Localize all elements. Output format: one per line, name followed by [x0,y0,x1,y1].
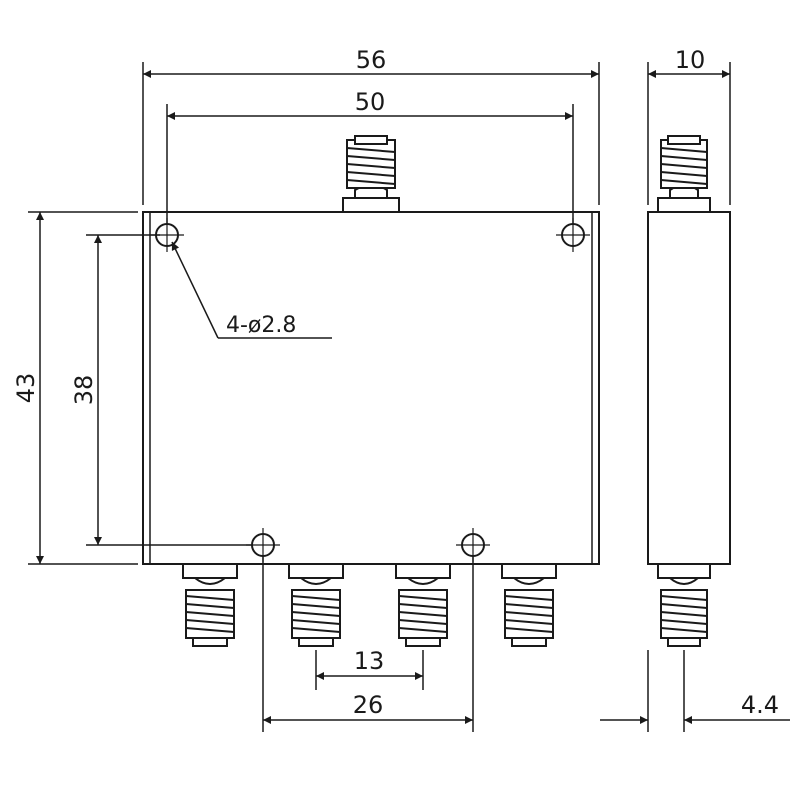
side-dimensions [600,62,790,732]
housing-body [142,211,600,565]
side-view [647,135,731,647]
side-bottom-connector [657,563,711,647]
dim-hole-spacing-vertical: 38 [70,375,98,406]
input-connector [342,135,400,213]
dim-height-overall: 43 [12,373,40,404]
output-connector-2 [288,563,344,647]
dim-hole-spacing-horizontal: 50 [355,88,386,116]
output-connector-3 [395,563,451,647]
front-view [142,135,600,647]
side-top-connector [657,135,711,213]
output-connector-4 [501,563,557,647]
output-connector-1 [182,563,238,647]
housing-inner-edge [149,211,593,565]
dim-connector-offset: 4.4 [741,691,779,719]
dim-side-thickness: 10 [675,46,706,74]
front-dimensions [28,62,600,732]
side-housing [647,211,731,565]
dim-port-pitch: 13 [354,647,385,675]
dim-mounting-holes: 4-ø2.8 [226,313,296,338]
dim-bottom-hole-spacing: 26 [353,691,384,719]
dim-width-overall: 56 [356,46,387,74]
